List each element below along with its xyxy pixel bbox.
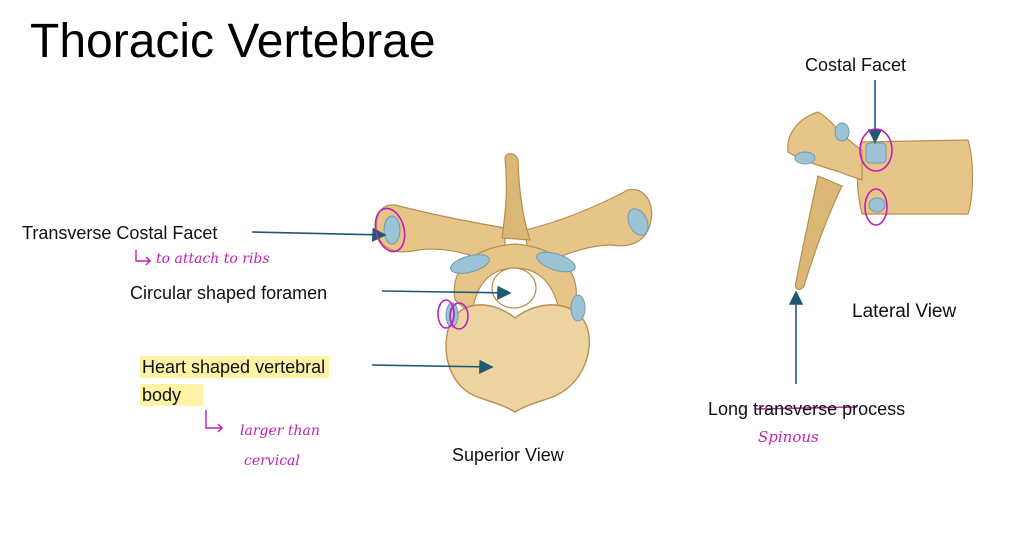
- note-larger-line1: larger than: [240, 423, 320, 439]
- left-transverse-facet: [383, 215, 401, 245]
- left-costal-facet: [445, 302, 459, 328]
- arrow-heart-body: [371, 359, 494, 374]
- note-attach-ribs: to attach to ribs: [156, 251, 270, 267]
- label-circular-foramen: Circular shaped foramen: [130, 283, 328, 303]
- left-superior-articular-facet: [450, 254, 490, 274]
- page-title: Thoracic Vertebrae: [30, 15, 436, 68]
- label-costal-facet: Costal Facet: [805, 55, 907, 75]
- highlight-heart-body-line1: Heart shaped vertebral: [140, 356, 330, 378]
- lateral-inferior-costal-facet: [868, 197, 886, 213]
- hook-arrow-larger: [205, 410, 223, 433]
- strikethrough-transverse: [755, 406, 858, 410]
- circle-annotation-lateral-inferior: [864, 188, 888, 226]
- lateral-arch: [787, 111, 863, 181]
- lateral-view-vertebra-illustration: [787, 111, 974, 291]
- lateral-spinous-process: [795, 175, 843, 291]
- right-transverse-process: [524, 188, 653, 271]
- arrow-transverse-costal-facet: [251, 227, 387, 242]
- circle-annotation-costal-facet-a: [437, 299, 455, 329]
- arrow-circular-foramen: [381, 285, 512, 300]
- label-long-process-suffix: process: [842, 399, 906, 419]
- caption-superior-view: Superior View: [452, 445, 564, 465]
- circle-annotation-transverse-facet: [374, 207, 406, 253]
- circle-annotation-costal-facet-b: [449, 302, 469, 330]
- label-long-process: Long transverse process: [708, 398, 905, 420]
- right-superior-articular-facet: [536, 251, 576, 273]
- vertebral-foramen: [491, 267, 537, 309]
- label-long-process-prefix: Long: [708, 399, 749, 419]
- label-heart-body-line1: Heart shaped vertebral: [140, 356, 330, 378]
- label-long-process-struck: transverse: [753, 399, 838, 419]
- label-heart-body-line2: body: [140, 384, 204, 406]
- vertebral-body: [445, 304, 590, 413]
- right-costal-facet: [570, 294, 586, 322]
- note-spinous: Spinous: [758, 428, 819, 446]
- hook-arrow-ribs: [135, 250, 151, 266]
- spinous-process: [501, 153, 531, 241]
- lateral-superior-costal-facet: [865, 142, 887, 164]
- circle-annotation-lateral-superior: [859, 128, 893, 172]
- lateral-superior-facet: [794, 151, 816, 165]
- highlight-heart-body-line2: body: [140, 384, 204, 406]
- superior-view-vertebra-illustration: [375, 153, 653, 413]
- lateral-transverse-facet: [834, 122, 850, 142]
- note-larger-line2: cervical: [244, 453, 300, 469]
- label-transverse-costal-facet: Transverse Costal Facet: [22, 223, 218, 243]
- caption-lateral-view: Lateral View: [852, 301, 957, 322]
- right-transverse-facet: [627, 208, 649, 236]
